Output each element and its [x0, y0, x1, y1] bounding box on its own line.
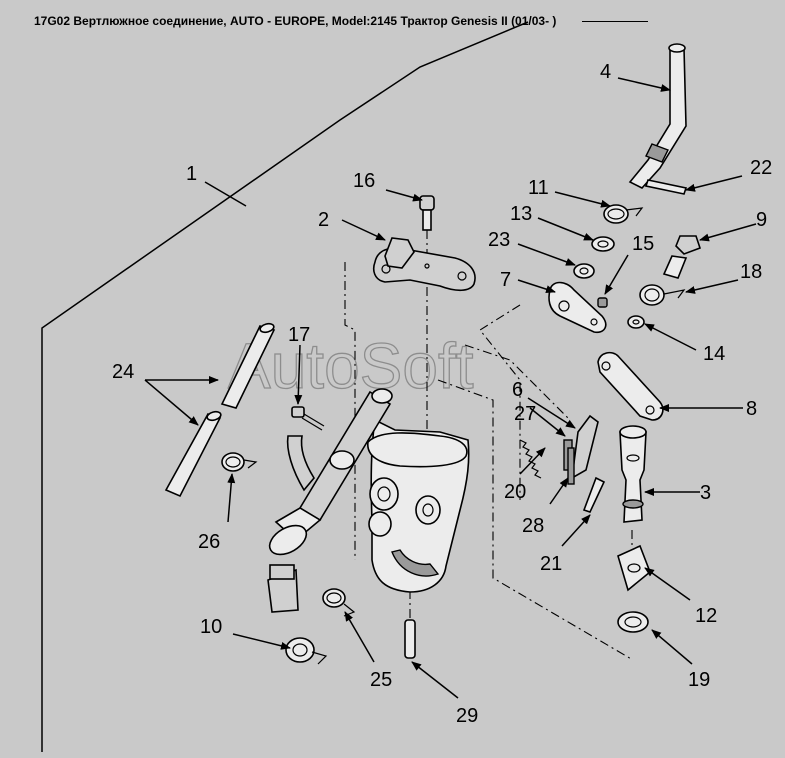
callout-18: 18: [740, 261, 762, 283]
leader-lines: [144, 77, 757, 699]
link-7-part: [548, 281, 607, 334]
callout-27: 27: [514, 403, 536, 425]
callout-28: 28: [522, 515, 544, 537]
callout-14: 14: [703, 343, 725, 365]
callout-13: 13: [510, 203, 532, 225]
spring-11-part: [603, 204, 644, 224]
callout-29: 29: [456, 705, 478, 727]
callout-9: 9: [756, 209, 767, 231]
bent-rod-part: [628, 43, 687, 189]
pawl-6-part: [570, 414, 599, 480]
lever-arm-part: [267, 388, 393, 613]
bolt-9-part: [662, 235, 702, 279]
callout-8: 8: [746, 398, 757, 420]
callout-21: 21: [540, 553, 562, 575]
arm-8-part: [597, 351, 664, 421]
callout-20: 20: [504, 481, 526, 503]
callout-24: 24: [112, 361, 134, 383]
bracket-plate-part: [372, 237, 476, 292]
title-underline: [582, 21, 648, 22]
callout-1: 1: [186, 163, 197, 185]
assembly-frame-line: [41, 21, 529, 752]
callout-2: 2: [318, 209, 329, 231]
washer-14-part: [627, 315, 645, 329]
washer-13-part: [591, 236, 615, 252]
pin-15-part: [597, 297, 608, 308]
callout-23: 23: [488, 229, 510, 251]
shaft-3-part: [619, 425, 647, 523]
callout-22: 22: [750, 157, 772, 179]
bolt-part: [419, 195, 435, 231]
callout-15: 15: [632, 233, 654, 255]
spring-26-part: [221, 452, 258, 472]
callout-10: 10: [200, 616, 222, 638]
callout-7: 7: [500, 269, 511, 291]
small-bolt-part: [291, 406, 325, 431]
callout-labels: 1 2 3 4 6 7 8 9 10 11 12 13 14 15 16 17 …: [112, 61, 772, 727]
spring-25-part: [322, 588, 356, 617]
plate-28-part: [567, 447, 575, 485]
pin-22-part: [644, 179, 688, 195]
callout-17: 17: [288, 324, 310, 346]
callout-6: 6: [512, 379, 523, 401]
swivel-housing-part: [367, 418, 470, 593]
callout-12: 12: [695, 605, 717, 627]
callout-4: 4: [600, 61, 611, 83]
pin-21-part: [582, 476, 606, 513]
washer-23-part: [573, 263, 595, 279]
callout-25: 25: [370, 669, 392, 691]
pin-upper-part: [220, 322, 276, 409]
pin-lower-part: [164, 410, 222, 498]
callout-3: 3: [700, 482, 711, 504]
washer-19-part: [617, 611, 649, 633]
callout-11: 11: [528, 177, 549, 199]
page-title: 17G02 Вертлюжное соединение, AUTO - EURO…: [34, 14, 557, 28]
callout-26: 26: [198, 531, 220, 553]
callout-16: 16: [353, 170, 375, 192]
spring-18-part: [639, 284, 686, 306]
plate-12-part: [617, 544, 651, 592]
pin-29-part: [404, 619, 416, 659]
callout-19: 19: [688, 669, 710, 691]
spring-20-part: [519, 439, 542, 479]
spring-10-part: [285, 637, 328, 665]
